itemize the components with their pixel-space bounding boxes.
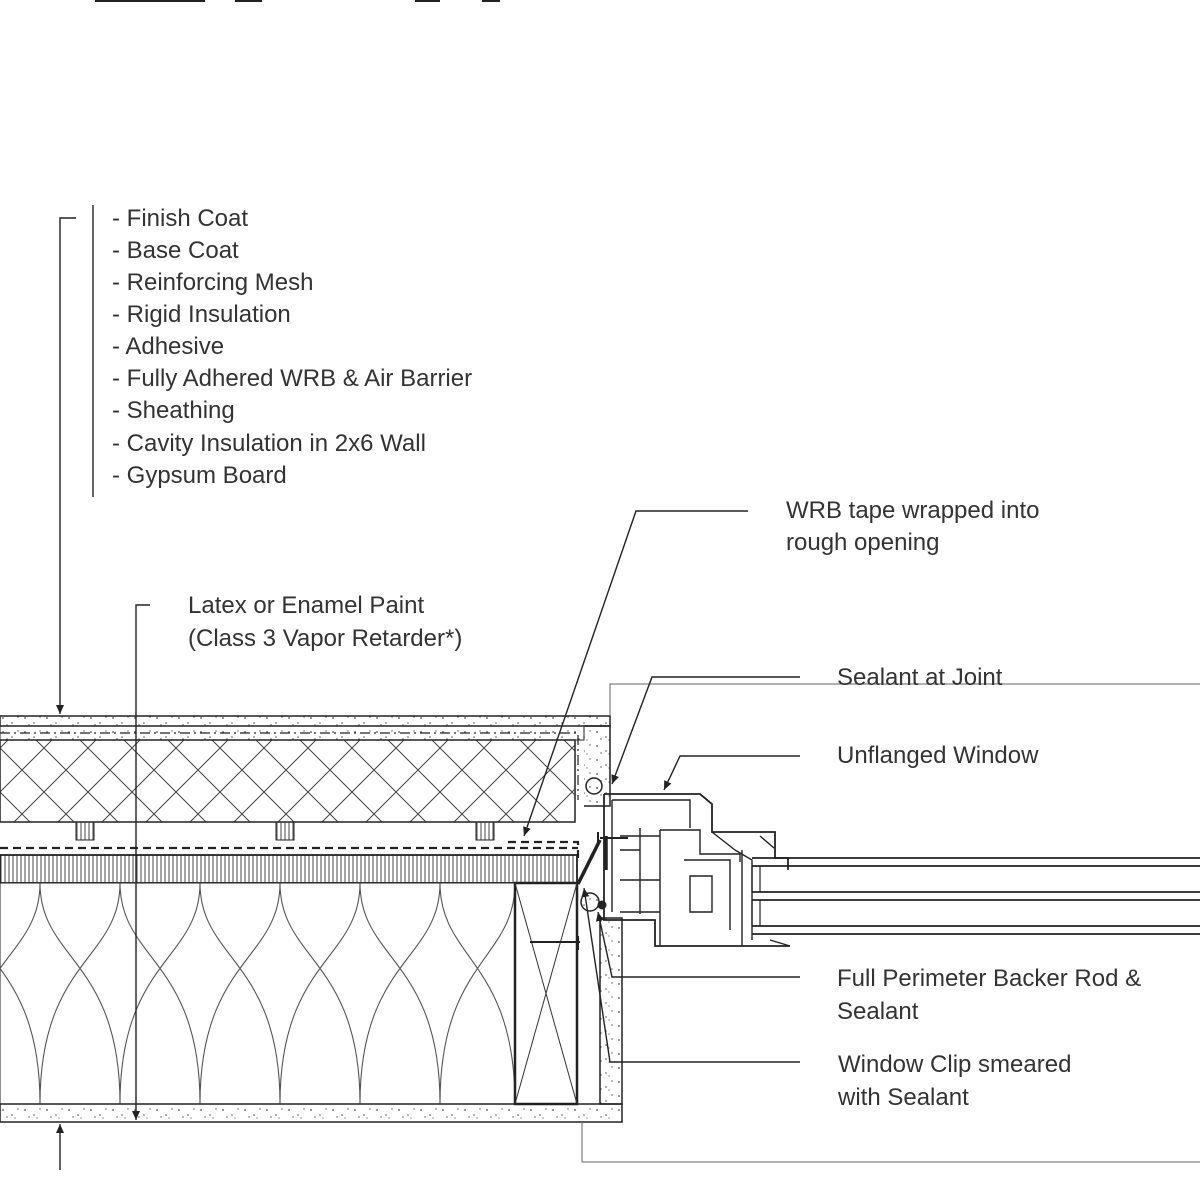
sealant-joint-leader xyxy=(611,676,800,785)
gypsum-board xyxy=(0,1103,623,1123)
backer-rod-bottom xyxy=(580,892,600,912)
window-leader xyxy=(663,755,800,791)
wrb-tape-leader xyxy=(523,510,748,837)
adhesive-ribbons xyxy=(75,821,495,841)
sheathing xyxy=(0,854,578,884)
paint-label-line2: (Class 3 Vapor Retarder*) xyxy=(188,625,462,652)
layer-rigid-insulation: - Rigid Insulation xyxy=(112,301,291,328)
window-frame xyxy=(530,777,1200,950)
layer-gypsum-board: - Gypsum Board xyxy=(112,462,287,489)
cavity-insulation xyxy=(0,882,516,1105)
paint-leader xyxy=(132,604,150,1120)
backer-rod-top xyxy=(585,777,603,795)
layer-finish-coat: - Finish Coat xyxy=(112,205,248,232)
layers-leader xyxy=(56,217,76,714)
interior-reference-line xyxy=(581,1122,1200,1163)
wall-layers-list: - Finish Coat - Base Coat - Reinforcing … xyxy=(112,205,472,489)
window-clip xyxy=(576,836,608,885)
wrb-air-barrier xyxy=(0,840,580,858)
reinforcing-mesh-line xyxy=(0,732,579,800)
wood-stud-cross xyxy=(514,882,578,1105)
layer-sheathing: - Sheathing xyxy=(112,397,235,424)
layer-cavity-insulation: - Cavity Insulation in 2x6 Wall xyxy=(112,430,426,457)
callout-lines xyxy=(56,205,800,1170)
rigid-insulation xyxy=(0,739,576,823)
cavity-insulation-batt-pattern xyxy=(0,882,516,1105)
window-clip-screw xyxy=(597,832,628,846)
paint-label-line1: Latex or Enamel Paint xyxy=(188,592,424,619)
window-clip-leader xyxy=(581,887,800,1063)
stud-screw xyxy=(530,936,580,950)
backer-rod-label-line2: Sealant xyxy=(837,998,919,1025)
wrb-tape-label-line1: WRB tape wrapped into xyxy=(786,497,1039,524)
finish-coat-layer xyxy=(0,715,611,727)
sealant-joint-label: Sealant at Joint xyxy=(837,664,1003,691)
window-clip-label-line2: with Sealant xyxy=(837,1084,969,1111)
backer-rod-leader xyxy=(595,911,800,978)
unflanged-window-label: Unflanged Window xyxy=(837,742,1039,769)
layer-wrb-air-barrier: - Fully Adhered WRB & Air Barrier xyxy=(112,365,472,392)
gypsum-return xyxy=(599,917,623,1105)
wall-section xyxy=(0,683,1200,1163)
layer-base-coat: - Base Coat xyxy=(112,237,239,264)
wrb-tape-label-line2: rough opening xyxy=(786,529,939,556)
layer-reinforcing-mesh: - Reinforcing Mesh xyxy=(112,269,313,296)
window-clip-label-line1: Window Clip smeared xyxy=(838,1051,1071,1078)
layer-adhesive: - Adhesive xyxy=(112,333,224,360)
backer-rod-label-line1: Full Perimeter Backer Rod & xyxy=(837,965,1141,992)
exterior-reference-line xyxy=(609,683,1200,716)
